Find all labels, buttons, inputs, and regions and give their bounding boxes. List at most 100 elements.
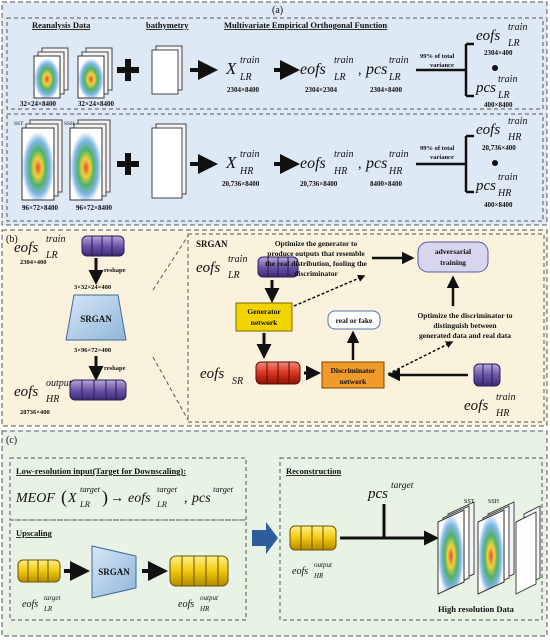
- svg-text:eofs: eofs: [300, 61, 326, 78]
- svg-text:output: output: [314, 561, 333, 569]
- rec-pcs-target: pcs target: [367, 481, 414, 502]
- x-hr-train: X train HR 20,736×8400: [222, 149, 260, 188]
- real-or-fake-label: real or fake: [336, 316, 373, 325]
- svg-text:pcs: pcs: [365, 61, 387, 78]
- svg-text:HR: HR: [199, 605, 210, 613]
- bathymetry-stack-hr: [151, 123, 187, 199]
- panel-a-hr-row: [6, 113, 544, 222]
- svg-text:HR: HR: [239, 166, 253, 177]
- panel-c-label: (c): [6, 435, 17, 446]
- upscaling-title: Upscaling: [16, 528, 53, 538]
- svg-text:8400×8400: 8400×8400: [370, 180, 402, 188]
- up-yellow-cylinders-out: [169, 555, 229, 587]
- svg-text:eofs: eofs: [476, 122, 500, 138]
- panel-a-lr-row: [6, 17, 544, 110]
- svg-text:2304×400: 2304×400: [20, 259, 46, 266]
- svg-text:LR: LR: [227, 270, 240, 281]
- hr-data-caption: High resolution Data: [438, 604, 515, 614]
- hr-data-stack-1: [21, 119, 63, 201]
- discriminator-network-box: [321, 361, 385, 389]
- hr-var-sst: SST: [14, 121, 24, 127]
- hr-dim-1: 96×72×8400: [22, 204, 58, 212]
- svg-text:train: train: [228, 254, 247, 265]
- adversarial-training-box: [417, 241, 489, 273]
- srgan-detail-frame: [187, 233, 545, 423]
- generator-label-1: Generator: [247, 307, 281, 316]
- svg-text:eofs: eofs: [200, 366, 224, 382]
- gen-note-2: produce outputs that resemble: [267, 249, 365, 258]
- svg-text:pcs: pcs: [367, 486, 388, 502]
- svg-text:LR: LR: [79, 499, 91, 509]
- generator-network-box: [235, 302, 293, 332]
- variance-lr-2: variance: [430, 62, 454, 69]
- svg-text:LR: LR: [388, 72, 401, 83]
- svg-text:20,736×400: 20,736×400: [482, 144, 516, 152]
- plus-icon: [117, 59, 139, 81]
- srgan-label-b: SRGAN: [80, 314, 112, 324]
- bracket-lr: [416, 42, 474, 98]
- out-eofs-hr: eofs train HR 20,736×400: [476, 116, 527, 152]
- eofs-hr-train: eofs train HR 20,736×8400: [300, 149, 353, 188]
- svg-text:eofs: eofs: [14, 384, 38, 400]
- svg-text:target: target: [80, 484, 101, 494]
- bathymetry-stack-lr: [151, 45, 183, 95]
- svg-text:target: target: [391, 481, 414, 491]
- svg-text:2304×400: 2304×400: [484, 49, 513, 57]
- hr-train-cylinders: [473, 363, 501, 387]
- svg-text:eofs: eofs: [476, 28, 500, 44]
- x-lr-train: X train LR 2304×8400: [225, 55, 259, 94]
- svg-text:400×8400: 400×8400: [484, 201, 513, 209]
- variance-hr-1: 99% of total: [420, 145, 454, 152]
- gen-note-4: discriminator: [294, 269, 338, 278]
- svg-text:HR: HR: [507, 132, 521, 143]
- svg-text:HR: HR: [497, 188, 511, 199]
- svg-text:train: train: [240, 149, 259, 160]
- svg-text:train: train: [508, 22, 527, 33]
- svg-text:train: train: [240, 55, 259, 66]
- dim-out: 3×96×72×400: [74, 347, 111, 354]
- svg-text:20,736×8400: 20,736×8400: [300, 180, 338, 188]
- esr-label: eofs SR: [200, 366, 243, 387]
- lowres-title: Low-resolution input(Target for Downscal…: [16, 466, 186, 476]
- svg-text:pcs: pcs: [475, 80, 496, 96]
- out-pcs-lr: pcs train LR 400×8400: [475, 74, 517, 109]
- generator-label-2: network: [251, 318, 278, 327]
- variance-hr-2: variance: [430, 154, 454, 161]
- svg-text:2304×8400: 2304×8400: [370, 86, 402, 94]
- up-yellow-cylinders-in: [17, 559, 61, 583]
- srgan-detail-title: SRGAN: [196, 239, 228, 249]
- svg-text:HR: HR: [495, 408, 509, 419]
- svg-text:SR: SR: [232, 376, 243, 387]
- discriminator-label-2: network: [340, 377, 367, 386]
- reshape-label-1: reshape: [104, 267, 126, 274]
- pcs-hr-train: pcs train HR 8400×8400: [365, 149, 408, 188]
- svg-text:train: train: [389, 149, 408, 160]
- hr-var-ssh: SSH: [64, 121, 74, 127]
- header-bathymetry: bathymetry: [146, 20, 189, 30]
- svg-text:eofs: eofs: [14, 240, 38, 256]
- hr-output-stack-1: [437, 501, 475, 595]
- svg-text:output: output: [46, 378, 72, 389]
- svg-text:LR: LR: [45, 250, 58, 261]
- svg-text:target: target: [213, 484, 234, 494]
- svg-text:eofs: eofs: [464, 398, 488, 414]
- svg-text:): ): [102, 487, 108, 508]
- srgan-trapezoid: [65, 294, 127, 341]
- dim-in: 3×32×24×400: [74, 284, 111, 291]
- rec-var-sst: SST: [464, 499, 475, 505]
- svg-text:→: →: [110, 491, 124, 506]
- reconstruction-box: [279, 457, 543, 621]
- panel-b-label: (b): [6, 234, 18, 245]
- svg-text:X: X: [67, 491, 77, 506]
- zoom-line-2: [152, 356, 189, 421]
- svg-text:eofs: eofs: [300, 155, 326, 172]
- dot-hr: [492, 160, 498, 166]
- svg-text:train: train: [334, 149, 353, 160]
- svg-text:train: train: [498, 74, 517, 85]
- esr-red-cylinders: [255, 361, 301, 385]
- svg-text:LR: LR: [156, 499, 168, 509]
- gen-input-eofs-lr: eofs train LR: [196, 254, 247, 281]
- disc-note-2: distinguish between: [433, 321, 497, 330]
- svg-text:train: train: [334, 55, 353, 66]
